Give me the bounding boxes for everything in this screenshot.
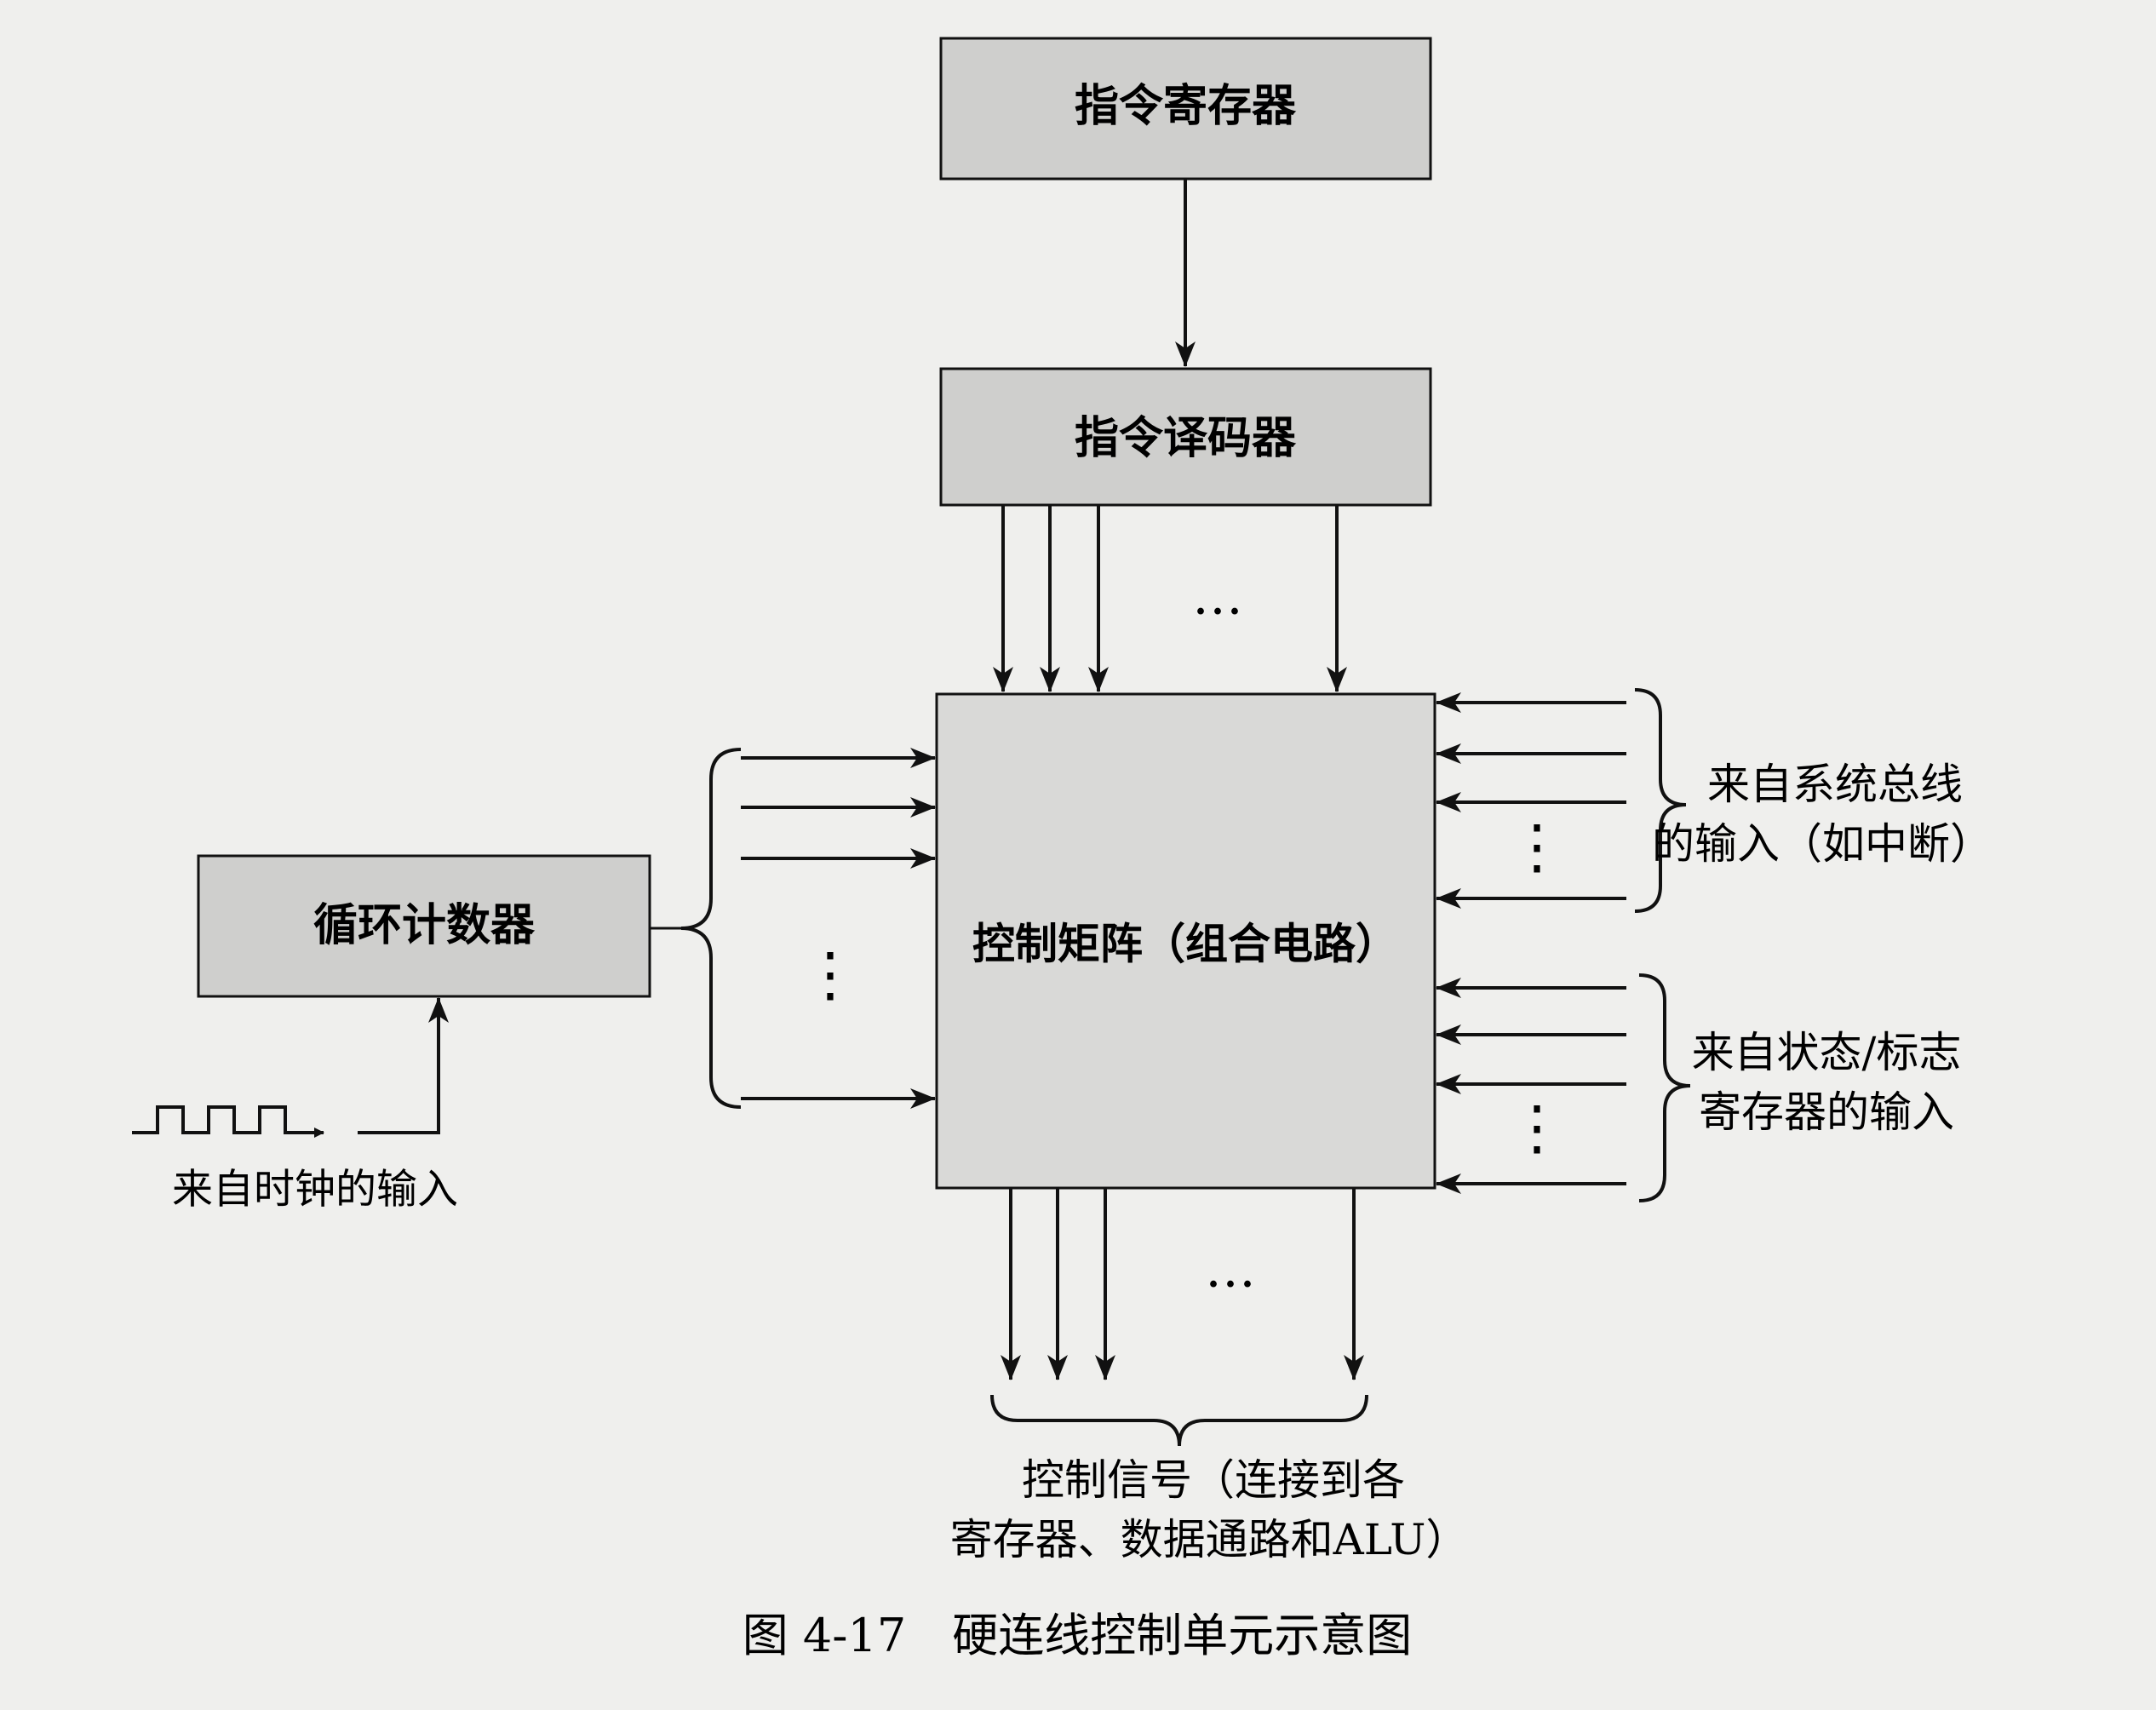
status-flag-inputs bbox=[1436, 973, 1691, 1202]
system-bus-label-line1: 来自系统总线 bbox=[1707, 760, 1963, 809]
decoder-output-arrows bbox=[993, 505, 1347, 692]
control-matrix-label: 控制矩阵（组合电路） bbox=[972, 920, 1398, 969]
control-signal-outputs bbox=[990, 1188, 1368, 1447]
loop-counter-ellipsis: ⋮ bbox=[800, 939, 860, 1009]
loop-counter-output bbox=[650, 748, 936, 1109]
system-bus-inputs bbox=[1436, 688, 1687, 913]
system-bus-ellipsis: ⋮ bbox=[1507, 812, 1567, 881]
system-bus-label-line2: 的输入（如中断） bbox=[1652, 819, 1993, 869]
clock-input bbox=[132, 997, 449, 1138]
loop-counter-label: 循环计数器 bbox=[313, 900, 536, 951]
decoder-ellipsis: … bbox=[1192, 567, 1243, 627]
instruction-register-label: 指令寄存器 bbox=[1075, 81, 1297, 132]
control-signals-label-line1: 控制信号（连接到各 bbox=[1022, 1455, 1405, 1505]
instruction-decoder-label: 指令译码器 bbox=[1075, 413, 1297, 464]
instruction-register-node: 指令寄存器 bbox=[939, 37, 1432, 181]
loop-counter-node: 循环计数器 bbox=[197, 854, 651, 998]
instruction-decoder-node: 指令译码器 bbox=[939, 367, 1432, 507]
control-signals-label-line2: 寄存器、数据通路和ALU） bbox=[950, 1515, 1469, 1564]
control-signal-ellipsis: … bbox=[1205, 1240, 1256, 1300]
control-matrix-node: 控制矩阵（组合电路） bbox=[935, 692, 1436, 1190]
figure-caption: 图 4-17 硬连线控制单元示意图 bbox=[743, 1609, 1412, 1662]
status-flag-ellipsis: ⋮ bbox=[1507, 1093, 1567, 1162]
status-flag-label-line1: 来自状态/标志 bbox=[1692, 1028, 1962, 1077]
status-flag-label-line2: 寄存器的输入 bbox=[1699, 1087, 1954, 1137]
clock-input-label: 来自时钟的输入 bbox=[172, 1166, 458, 1214]
